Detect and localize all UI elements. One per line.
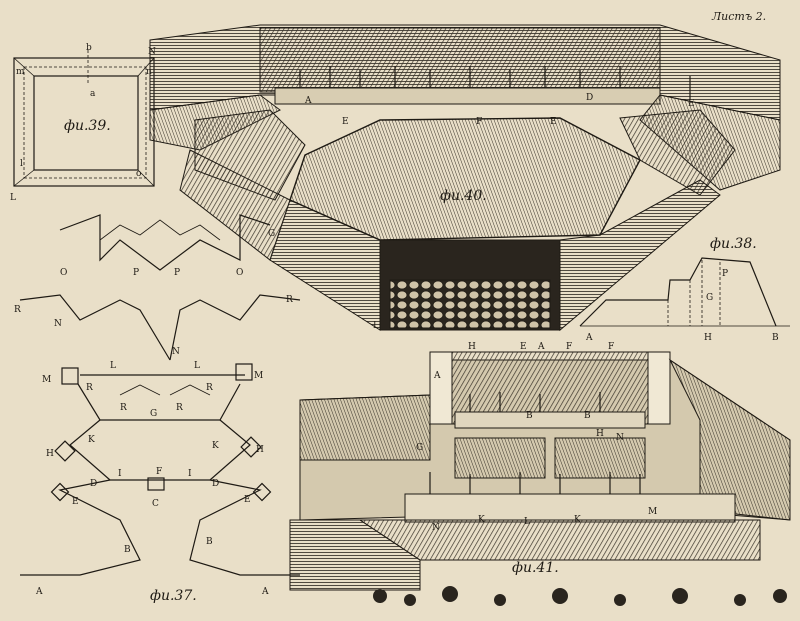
fig37-label: H xyxy=(256,445,264,455)
fig41-label: L xyxy=(524,517,530,527)
fig37-label: M xyxy=(254,371,263,381)
fig37-label: O xyxy=(236,268,243,278)
fig37-label: N xyxy=(54,319,62,329)
fig37-label: P xyxy=(133,268,139,278)
fig37-label: O xyxy=(60,268,67,278)
fig40-label: D xyxy=(586,93,593,103)
fig37-label: N xyxy=(172,347,180,357)
fig39-label: l xyxy=(20,159,23,169)
fig39-label: m xyxy=(16,67,25,77)
fig37-label: A xyxy=(35,587,43,597)
fig40-label: G xyxy=(268,229,275,239)
fig37-label: M xyxy=(42,375,51,385)
fig41-label: A xyxy=(537,342,545,352)
fig41-label: F xyxy=(566,342,572,352)
fig40-label: E xyxy=(550,117,557,127)
fig37-label: R xyxy=(176,403,183,413)
fig41-label: B xyxy=(526,411,533,421)
fig37-label: I xyxy=(188,469,192,479)
fig37-label: R xyxy=(206,383,213,393)
fig39-label: L xyxy=(10,193,16,203)
fig37-label: C xyxy=(152,499,159,509)
fig38-caption: фи.38. xyxy=(710,236,757,252)
fig41-label: G xyxy=(416,443,423,453)
fig37-label: E xyxy=(244,495,251,505)
fig40-label: I xyxy=(373,321,377,331)
fig37-label: K xyxy=(212,441,219,451)
fig37-label: A xyxy=(261,587,269,597)
fig37-label: D xyxy=(212,479,219,489)
fig37-label: F xyxy=(156,467,162,477)
fig37-label: I xyxy=(118,469,122,479)
fig37-label: E xyxy=(72,497,79,507)
fig38-label: P xyxy=(722,269,728,279)
fig37-label: L xyxy=(194,361,200,371)
fig38-profile: P G A H B фи.38. xyxy=(579,236,790,343)
fig37-plan: O P P O R R N N L L M M R R R G R K K H … xyxy=(14,214,301,604)
fig40-label: A xyxy=(304,96,312,106)
fig41-label: B xyxy=(584,411,591,421)
fig41-label: K xyxy=(574,515,581,525)
fig37-caption: фи.37. xyxy=(150,588,197,604)
fig41-label: H xyxy=(468,342,476,352)
fig39-label: n xyxy=(146,67,152,77)
fig40-redoubt: A D E F E E G I фи.40. xyxy=(149,24,781,332)
fig38-label: B xyxy=(772,333,779,343)
fig37-label: B xyxy=(124,545,131,555)
fig41-label: M xyxy=(648,507,657,517)
page-heading: Листъ 2. xyxy=(711,10,766,23)
fig39-label: a xyxy=(90,89,96,99)
fig37-label: G xyxy=(150,409,157,419)
fig40-label: F xyxy=(476,117,482,127)
fig41-label: F xyxy=(608,342,614,352)
fig41-redoubt: H E A F F A B B G H N N K L K M фи.41. xyxy=(289,342,791,606)
fig37-label: R xyxy=(286,295,293,305)
fig41-label: H xyxy=(596,429,604,439)
fig37-label: R xyxy=(14,305,21,315)
fig39-label: o xyxy=(136,169,141,179)
fig37-label: D xyxy=(90,479,97,489)
fig41-label: A xyxy=(433,371,441,381)
fig37-label: H xyxy=(46,449,54,459)
fig39-caption: фи.39. xyxy=(64,118,111,134)
fig37-label: R xyxy=(120,403,127,413)
fig39-diagram: b N m n a l o L фи.39. xyxy=(10,43,156,203)
fig40-label: E xyxy=(688,99,695,109)
fig37-label: P xyxy=(174,268,180,278)
fig37-label: K xyxy=(88,435,95,445)
fig38-label: H xyxy=(704,333,712,343)
fig41-label: K xyxy=(478,515,485,525)
fig38-label: A xyxy=(585,333,593,343)
fig41-label: E xyxy=(520,342,527,352)
fig41-caption: фи.41. xyxy=(512,560,559,576)
fig40-caption: фи.40. xyxy=(440,188,487,204)
fig38-label: G xyxy=(706,293,713,303)
fig40-label: E xyxy=(342,117,349,127)
fig37-label: B xyxy=(206,537,213,547)
fig41-label: N xyxy=(616,433,624,443)
fig37-label: L xyxy=(110,361,116,371)
fig39-label: b xyxy=(86,43,92,53)
fig41-label: N xyxy=(432,523,440,533)
fig37-label: R xyxy=(86,383,93,393)
